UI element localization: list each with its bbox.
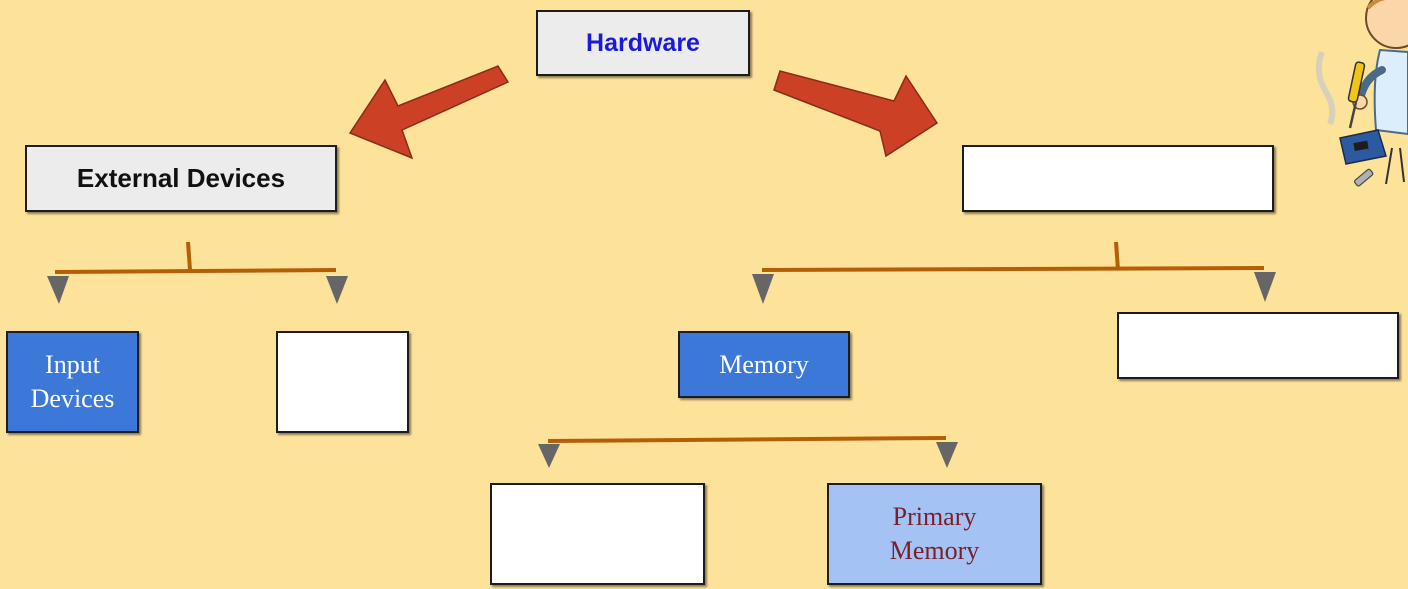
external-devices-label: External Devices (76, 163, 286, 193)
hardware-box: Hardware (536, 10, 750, 76)
memory-branch-connector (547, 436, 947, 443)
arrow-to-external-devices (348, 65, 510, 160)
memory-box: Memory (678, 331, 850, 398)
hardware-label: Hardware (586, 28, 700, 57)
internal-branch-connector (761, 241, 1265, 272)
input-devices-box: Input Devices (6, 331, 139, 433)
arrowhead-secondary-memory (538, 444, 560, 468)
external-devices-box: External Devices (25, 145, 337, 212)
internal-devices-box (962, 145, 1274, 212)
arrowhead-primary-memory (936, 442, 958, 468)
output-devices-box (276, 331, 409, 433)
arrowhead-processor (1254, 272, 1276, 302)
processor-box (1117, 312, 1399, 379)
memory-label: Memory (719, 349, 809, 379)
engineer-mascot-icon (1315, 0, 1408, 187)
input-devices-label: Input Devices (30, 350, 115, 413)
arrowhead-memory (752, 274, 774, 304)
arrowhead-input-devices (47, 276, 69, 304)
primary-memory-box: Primary Memory (827, 483, 1042, 585)
arrowhead-output-devices (326, 276, 348, 304)
primary-memory-label: Primary Memory (889, 502, 980, 565)
arrow-to-internal-devices (773, 70, 939, 158)
external-branch-connector (54, 241, 337, 274)
secondary-memory-box (490, 483, 705, 585)
